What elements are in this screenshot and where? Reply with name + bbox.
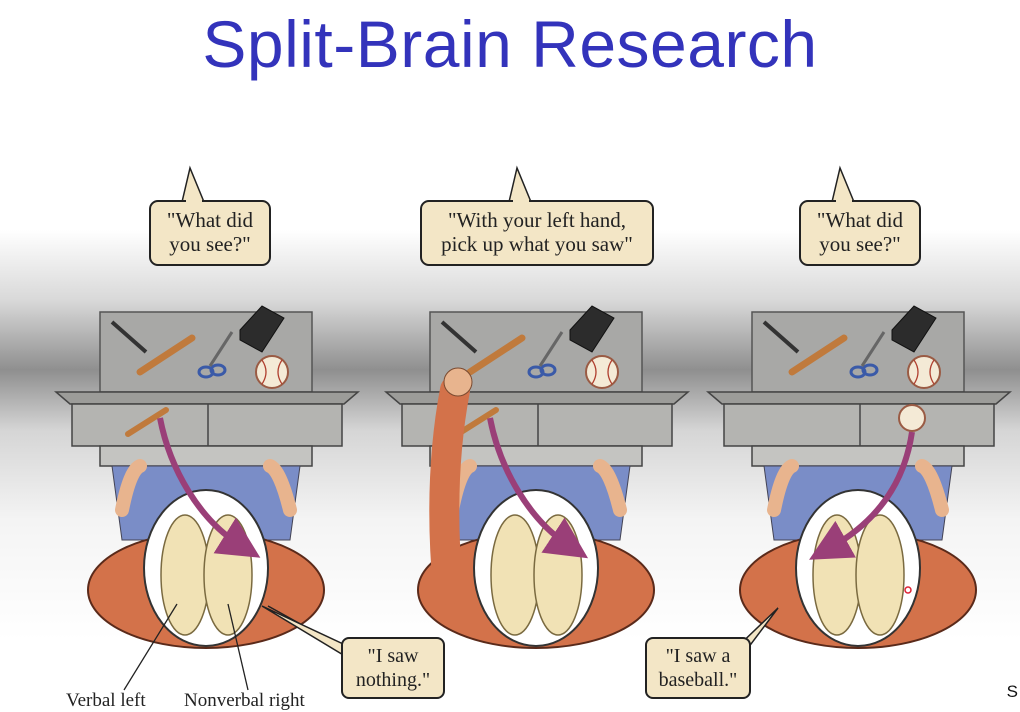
- stapler-icon: [569, 305, 615, 353]
- baseball-icon: [255, 355, 289, 389]
- question-bubble-2: [420, 200, 654, 266]
- pencil-icon: [762, 320, 800, 354]
- stapler-icon: [891, 305, 937, 353]
- left-hemisphere-2: [490, 514, 540, 636]
- nonverbal-right-label: Nonverbal right: [184, 690, 305, 711]
- speech-bubble-baseball: [645, 607, 779, 699]
- left-hemisphere-1: [160, 514, 210, 636]
- table-shelf-3: [723, 403, 995, 447]
- pencil-icon: [440, 320, 478, 354]
- panel-1: [53, 165, 361, 649]
- right-hemisphere-2: [533, 514, 583, 636]
- question-text-2: "With your left hand,pick up what you sa…: [441, 208, 633, 256]
- table-top-2: [383, 391, 691, 405]
- pencil-icon: [110, 320, 148, 354]
- signal-arrow-1: [157, 417, 261, 558]
- right-hemisphere-3: [855, 514, 905, 636]
- verbal-left-label: Verbal left: [66, 690, 146, 711]
- question-bubble-1: [149, 200, 271, 266]
- table-shelf-1: [71, 403, 343, 447]
- arms-1: [115, 459, 297, 517]
- signal-arrow-2: [487, 417, 589, 559]
- hidden-screwdriver-icon: [455, 407, 499, 437]
- arms-3: [767, 459, 949, 517]
- signal-arrow-3: [809, 431, 915, 560]
- table-top-1: [53, 391, 361, 405]
- baseball-icon: [907, 355, 941, 389]
- slide-title: Split-Brain Research: [202, 7, 818, 81]
- corner-fragment: S: [1006, 682, 1018, 701]
- bubble-tail-3: [831, 165, 856, 203]
- screwdriver-icon: [466, 334, 526, 376]
- red-dot-marker: [904, 586, 912, 594]
- baseball-icon: [585, 355, 619, 389]
- panel-3: [705, 165, 1013, 649]
- nonverbal-right-pointer: [227, 603, 249, 691]
- reaching-arm: [429, 375, 470, 605]
- stapler-icon: [239, 305, 285, 353]
- speech-bubble-nothing: [261, 605, 445, 699]
- hidden-screwdriver-icon: [125, 407, 169, 437]
- table-top-3: [705, 391, 1013, 405]
- verbal-left-pointer: [123, 603, 178, 691]
- hidden-baseball-icon: [898, 404, 926, 432]
- bubble-tail-2: [508, 165, 533, 203]
- panel-2: [383, 165, 691, 649]
- bubble-tail-1: [181, 165, 206, 203]
- reaching-hand: [443, 367, 473, 397]
- screwdriver-icon: [136, 334, 196, 376]
- question-bubble-3: [799, 200, 921, 266]
- screwdriver-icon: [788, 334, 848, 376]
